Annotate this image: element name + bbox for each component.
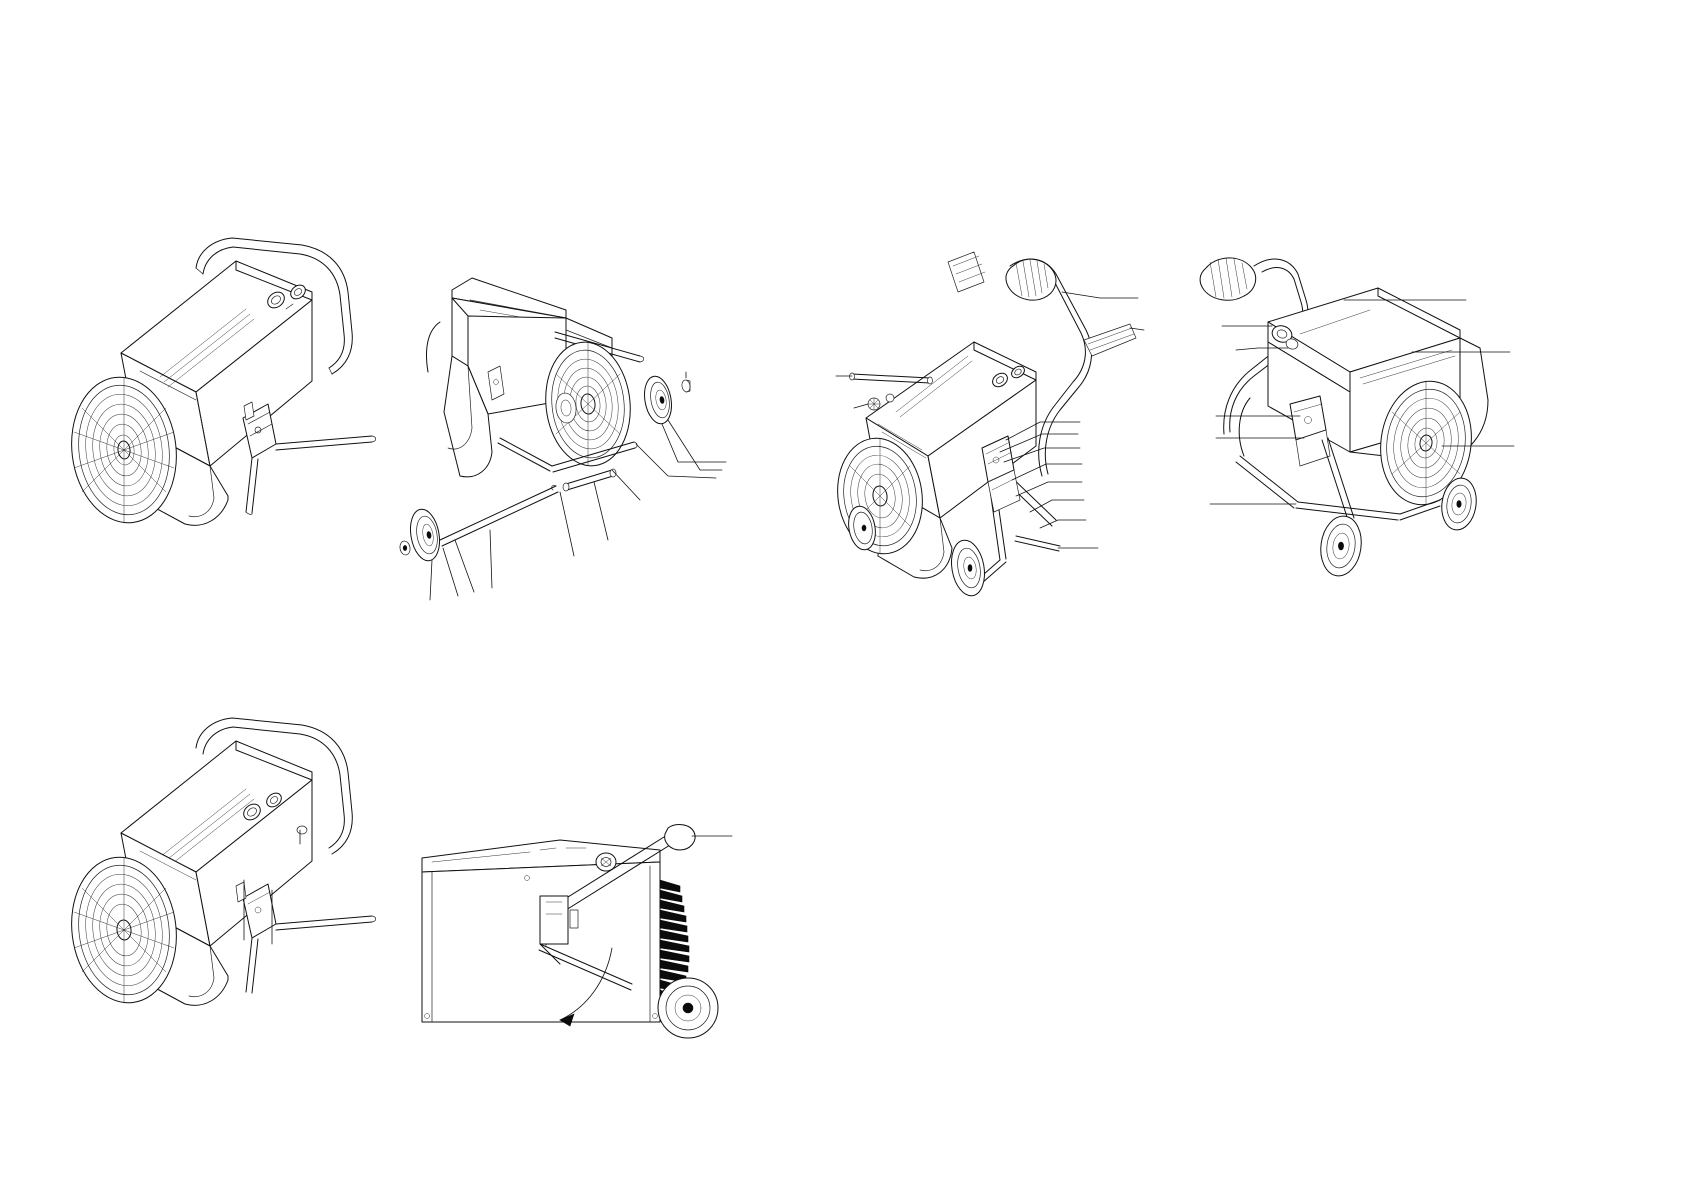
figure-heater-assembled-left-isometric xyxy=(71,237,377,526)
figure-heater-exploded-wheels-axle xyxy=(399,277,727,601)
leader-lines-fig3 xyxy=(835,291,1145,549)
fan-guard-grille xyxy=(71,376,177,524)
wheel-fig4-front xyxy=(1320,515,1362,577)
figure-heater-side-elevation-tilt xyxy=(421,824,733,1039)
wheel-fig3-rear xyxy=(951,539,985,597)
fan-guard-exploded xyxy=(545,341,631,467)
figure-heater-assembled-handle-isometric-lower xyxy=(71,717,377,1006)
wheel-exploded-left xyxy=(409,508,441,562)
wheel-fig6 xyxy=(657,977,719,1039)
figure-heater-assembled-handle-cart xyxy=(1199,257,1515,577)
fastener-group xyxy=(867,393,895,411)
wheel-fig4-rear xyxy=(1441,477,1477,531)
wheel-fig3-front xyxy=(848,505,876,551)
handle-grip xyxy=(1005,258,1057,301)
leader-lines-fig4 xyxy=(1209,299,1515,505)
figure-heater-exploded-handle-frame xyxy=(835,251,1145,597)
wheel-exploded-right xyxy=(644,375,672,425)
handle-grip-fig4 xyxy=(1199,257,1257,301)
fan-guard-grille-fig4 xyxy=(1380,380,1472,506)
fan-guard-grille-fig5 xyxy=(71,856,177,1004)
leader-lines-fig2 xyxy=(429,371,727,601)
leader-lines-fig5 xyxy=(243,829,301,945)
